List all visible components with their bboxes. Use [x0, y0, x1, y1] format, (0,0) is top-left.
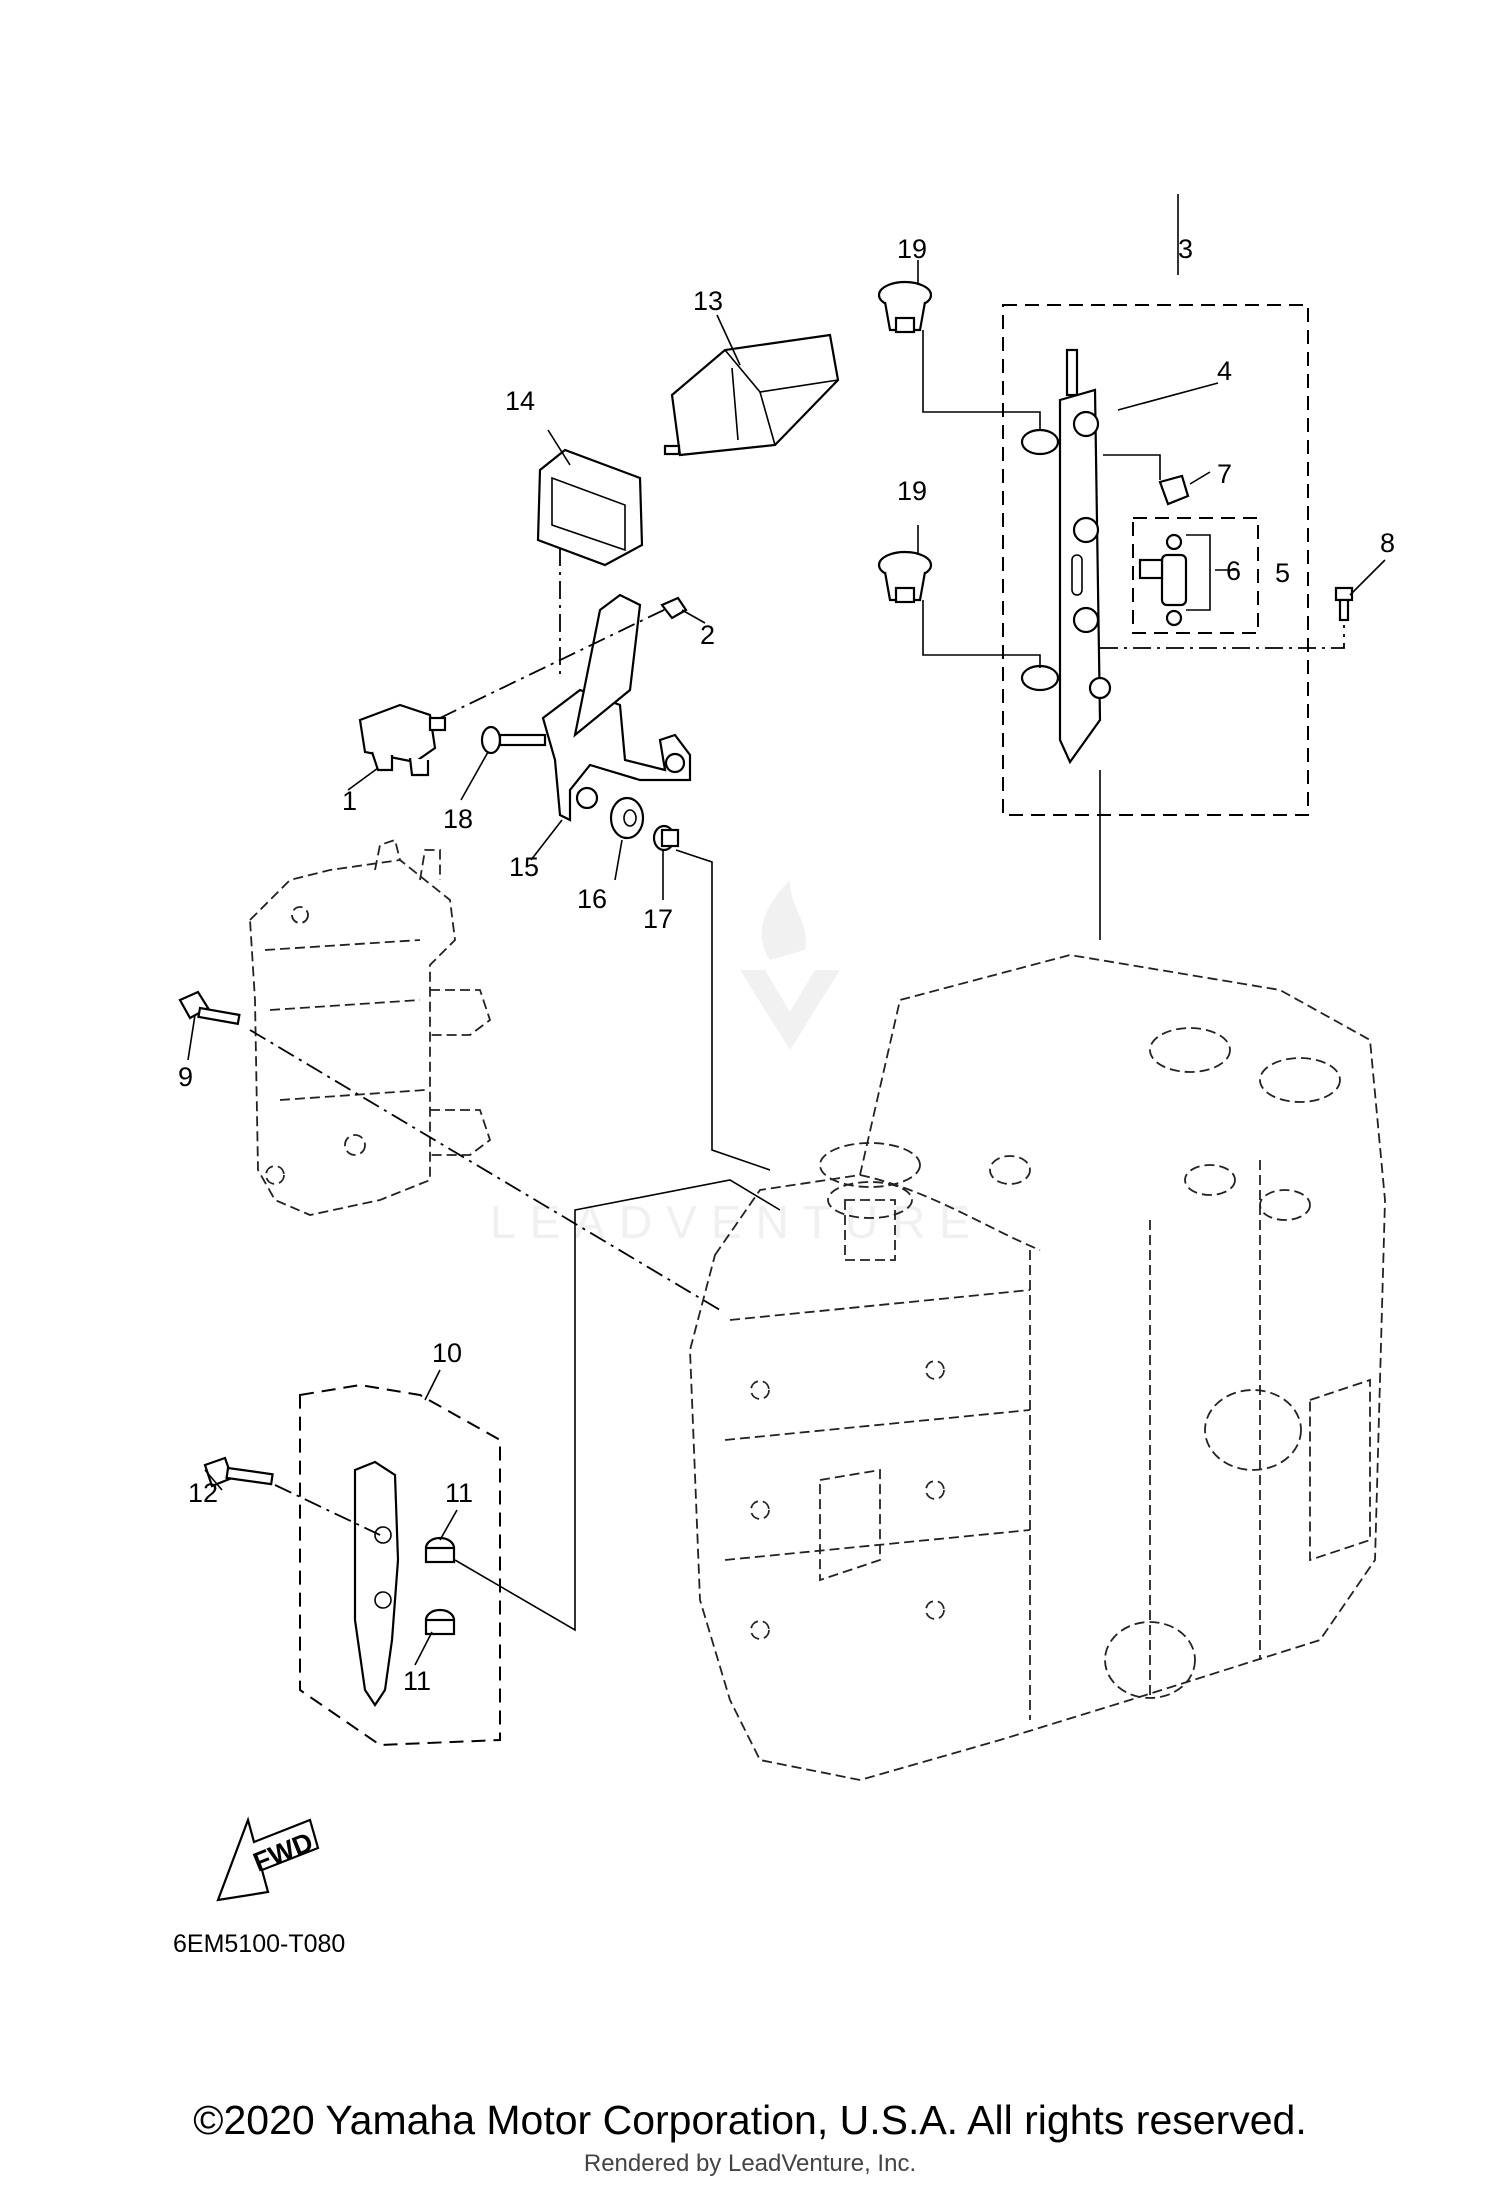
- hose-clamp-upper: [877, 280, 933, 334]
- hose-clamp-lower: [877, 550, 933, 604]
- fwd-arrow-icon: FWD: [216, 1816, 320, 1902]
- bolt-8: [1334, 586, 1354, 622]
- callout-14: 14: [505, 386, 535, 416]
- callout-11-upper: 11: [445, 1478, 473, 1508]
- drawing-code: 6EM5100-T080: [173, 1930, 345, 1958]
- injector-kit-box: [1132, 517, 1259, 634]
- callout-9: 9: [178, 1062, 193, 1092]
- callout-18: 18: [443, 804, 473, 834]
- callout-16: 16: [577, 884, 607, 914]
- grommet-16: [609, 796, 645, 840]
- callout-15: 15: [509, 852, 539, 882]
- bracket-assembly-10: [299, 1383, 501, 1747]
- fuel-rail-kit-box: [1002, 304, 1309, 816]
- rendered-by-notice: Rendered by LeadVenture, Inc.: [583, 2150, 917, 2177]
- collar-17: [652, 824, 680, 852]
- callout-12: 12: [188, 1478, 218, 1508]
- electrical-box-ghost: [249, 838, 492, 1216]
- bracket-15: [541, 593, 692, 822]
- callout-numbers: 1 2 3 4 5 6 7 8 9 10 11 11 12 13 14 15 1…: [178, 234, 1395, 1696]
- callout-7: 7: [1217, 459, 1232, 489]
- canister-cover: [536, 448, 644, 567]
- callout-8: 8: [1380, 528, 1395, 558]
- callout-4: 4: [1217, 356, 1232, 386]
- watermark-logo: LEADVENTURE: [490, 880, 984, 1248]
- charcoal-canister: [663, 333, 840, 457]
- callout-5: 5: [1275, 558, 1290, 588]
- callout-19-lower: 19: [897, 476, 927, 506]
- injector-clip: [1158, 474, 1190, 506]
- bolt-9: [178, 990, 241, 1026]
- solenoid-valve-1: [358, 703, 447, 777]
- nut-2: [660, 596, 688, 620]
- callout-13: 13: [693, 286, 723, 316]
- bolt-18: [480, 725, 547, 755]
- watermark-text: LEADVENTURE: [490, 1196, 984, 1248]
- copyright-notice: ©2020 Yamaha Motor Corporation, U.S.A. A…: [193, 2097, 1307, 2143]
- callout-17: 17: [643, 904, 673, 934]
- fuel-rail: [1058, 388, 1102, 765]
- collar-11-upper: [424, 1536, 456, 1564]
- collar-11-lower: [424, 1608, 456, 1636]
- engine-block-ghost: [689, 954, 1386, 1781]
- callout-6: 6: [1226, 556, 1241, 586]
- callout-3: 3: [1178, 234, 1193, 264]
- bolt-12: [203, 1456, 274, 1488]
- callout-11-lower: 11: [403, 1666, 431, 1696]
- callout-10: 10: [432, 1338, 462, 1368]
- callout-1: 1: [342, 786, 357, 816]
- bracket-kit-box: [299, 1383, 501, 1747]
- fuel-injector: [1138, 533, 1188, 627]
- fuel-rail-assembly: [1002, 304, 1354, 816]
- leader-lines: [187, 194, 1386, 1666]
- callout-19-upper: 19: [897, 234, 927, 264]
- callout-2: 2: [700, 620, 715, 650]
